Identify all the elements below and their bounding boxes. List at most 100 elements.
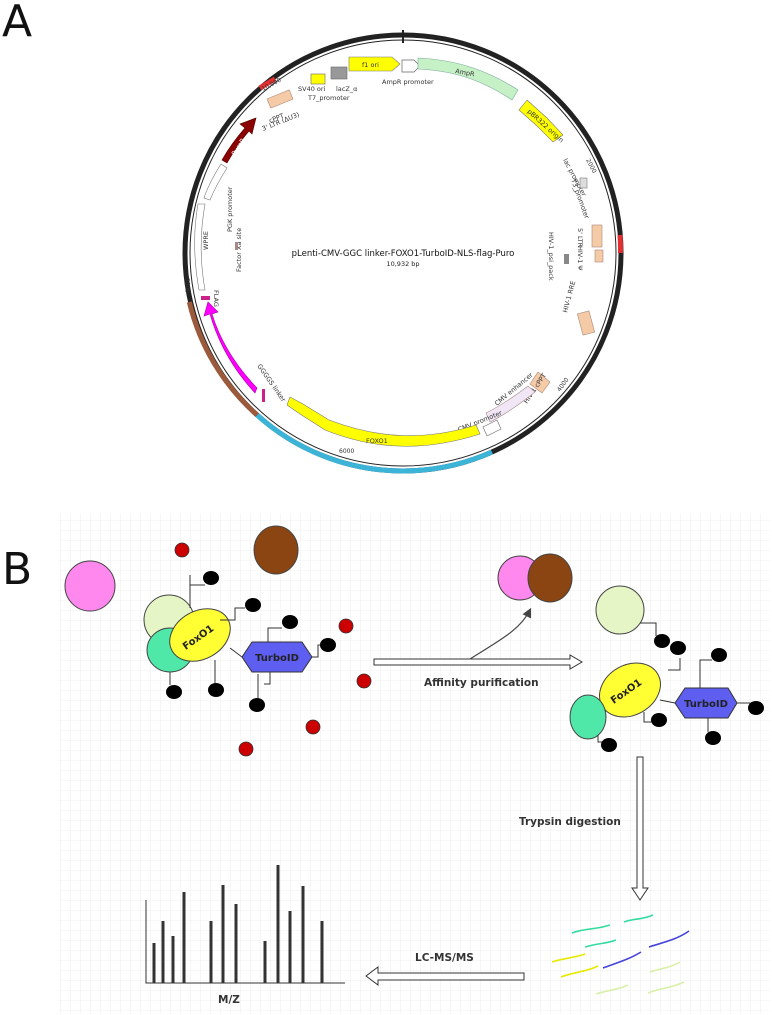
biotin-tether [267,627,282,642]
panel-a-letter: A [2,0,32,47]
hiv-rre-feature [576,310,596,336]
f1-ori-label: f1 ori [362,61,379,69]
turboid-enzyme-label: TurboID [684,699,728,710]
hiv-psi-pack-label: HIV-1_psi_pack [547,232,555,281]
peptide [649,961,681,973]
factor-xa-label: Factor Xa site [235,228,243,272]
peptide [571,924,611,934]
pink-prey-protein [64,560,116,612]
foxo1-label: FOXO1 [366,437,388,445]
hiv-psi-feature [594,249,604,263]
spectrum-peaks [152,865,324,983]
removed-brown-protein [527,553,573,603]
lcms-label: LC-MS/MS [415,952,474,964]
biotin-tag [601,738,617,752]
ampr-promoter-label: AmpR promoter [382,78,434,86]
foxo1-segment [255,413,493,474]
removed-proteins-arrow [469,607,532,660]
plasmid-map: 10,000 2000 4000 6000 8000 f1 ori SV40 o… [182,30,624,474]
biotin-tag [320,638,336,652]
green-prey-protein [569,694,607,740]
red-mark-right [617,234,624,254]
ampr-promoter-feature [401,59,421,73]
t7-promoter-label: T7_promoter [307,94,350,102]
biotin-tether [643,712,652,723]
biotin-tether [668,658,681,671]
tick-6000: 6000 [339,448,354,455]
bystander-protein [305,719,321,735]
peptide [648,930,690,948]
lacz-label: lacZ_α [336,85,357,93]
ltr5-feature [591,224,603,248]
hiv-psi-pack-feature [564,254,569,264]
biotin-tag [705,731,721,745]
pgk-promoter-label: PGK promoter [226,186,234,232]
peptide [602,951,642,969]
affinity-purification-label: Affinity purification [424,677,539,689]
biotin-tether [640,622,657,636]
peptide [584,939,617,948]
turboid-map-feature [203,301,258,394]
biotin-tether [220,607,245,621]
peptide [595,984,629,995]
sv40-ori-label: SV40 ori [298,85,326,93]
lcms-arrow [365,966,525,986]
trypsin-digestion-label: Trypsin digestion [519,816,621,828]
peptide-fragments [551,914,690,995]
biotin-tag [748,701,764,715]
peptide [623,914,654,923]
hiv-psi-label: HIV-1 Ψ [576,246,584,271]
bystander-protein [356,673,372,689]
biotin-tether [264,672,271,685]
factor-xa-feature [235,242,238,250]
lac-promoter-feature [579,177,588,189]
biotin-tag [711,648,727,662]
wpre-label: WPRE [202,231,210,250]
biotin-tether [699,659,712,688]
linker [659,699,676,704]
ampr-feature [417,57,519,101]
biotin-tag [654,634,670,648]
biotin-tag [282,615,298,629]
light-green-prey-protein [595,585,645,635]
ampr-label: AmpR [455,67,476,78]
tick-2000: 2000 [584,158,597,175]
hiv-cppt-feature [529,371,551,394]
peptide [560,965,599,978]
peptide [647,981,685,994]
pgk-promoter-feature [203,163,228,201]
biotin-tether [597,735,603,743]
mz-axis-label: M/Z [218,994,240,1006]
biotin-tag [166,685,182,699]
biotin-tag [203,571,219,585]
puro-feature [221,117,257,164]
wpre-feature [194,203,206,291]
biotin-tag [651,713,667,727]
flag-label: FLAG [212,290,220,307]
turboid-enzyme-label: TurboID [255,653,299,664]
cmv-promoter-feature [482,419,502,437]
grid-background [58,514,770,1014]
foxo1-feature [286,396,481,447]
biotin-tag [670,641,686,655]
plasmid-size: 10,932 bp [386,260,419,268]
trypsin-digestion-arrow [631,756,649,901]
plasmid-name: pLenti-CMV-GGC linker-FOXO1-TurboID-NLS-… [292,249,515,259]
f1-ori-feature [348,56,401,72]
affinity-purification-arrow: Affinity purification [373,607,583,689]
ggggs-linker-label: GGGGS linker [255,363,287,404]
tick-4000: 4000 [556,376,571,393]
panel-b-letter: B [2,544,32,595]
bait-complex: FoxO1 TurboID [64,525,372,757]
lacz-feature [330,66,348,80]
ms-spectrum: M/Z [145,865,345,1006]
bystander-protein [238,741,254,757]
biotin-tag [245,598,261,612]
purified-complex: FoxO1 TurboID [569,585,764,752]
peptide [551,953,586,963]
brown-prey-protein [253,525,299,575]
pbr322-origin-feature [518,99,564,143]
hiv-rre-label: HIV-1 RRE [561,280,577,314]
bystander-protein [338,618,354,634]
